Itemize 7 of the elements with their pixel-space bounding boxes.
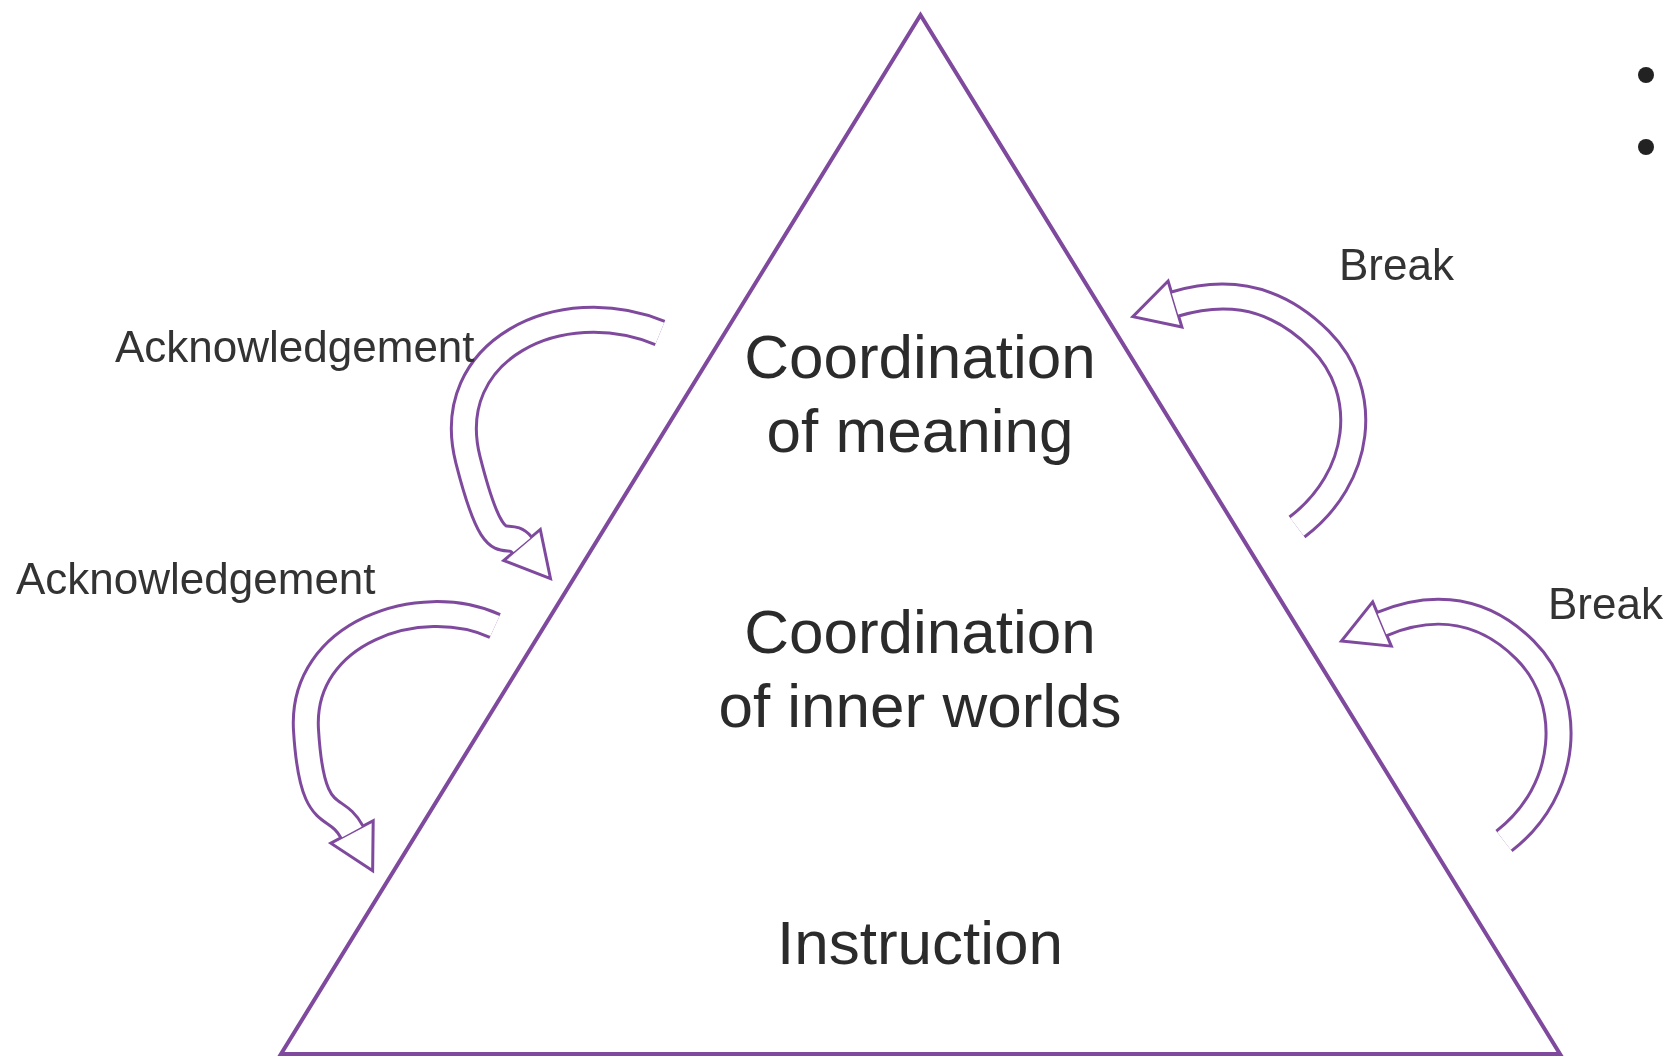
level-text: Coordination of meaning [715,320,1125,468]
level-text: Coordination of inner worlds [715,595,1125,743]
arrow-label: Break [1548,578,1663,630]
level-text: Instruction [620,906,1220,980]
arrow-label: Break [1339,239,1454,291]
arrow-label: Acknowledgement [115,321,475,373]
arrow-label: Acknowledgement [16,553,376,605]
